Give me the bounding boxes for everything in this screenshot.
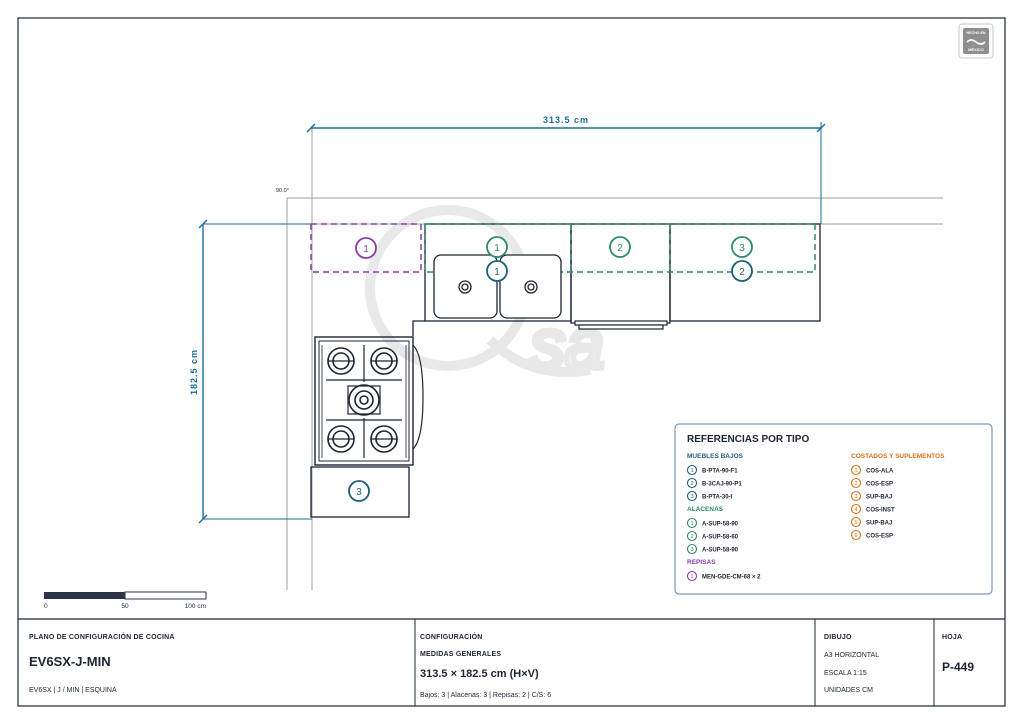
scale-label-100: 100 cm	[185, 603, 206, 610]
legend-group-title: COSTADOS Y SUPLEMENTOS	[851, 453, 945, 460]
marker-alacena-1-number: 1	[494, 243, 500, 254]
legend-groups: MUEBLES BAJOS 1 B-PTA-90-F1 2 B-3CAJ-90-P1 3 B…	[686, 453, 945, 582]
legend-item-code: B-PTA-30-I	[702, 494, 733, 500]
legend-item-number: 1	[690, 468, 693, 474]
legend-item-code: COS-ESP	[866, 481, 893, 487]
legend-item-marker	[686, 517, 698, 529]
marker-bajo-1: 1	[486, 260, 508, 282]
legend-item-code: COS-INST	[866, 507, 895, 513]
legend-item-marker	[850, 516, 862, 528]
marker-alacena-2: 2	[609, 236, 631, 258]
marker-repisa-1-number: 1	[363, 244, 369, 255]
medidas-value: 313.5 × 182.5 cm (H×V)	[420, 668, 539, 680]
double-sink	[433, 254, 562, 319]
marker-alacena-3: 3	[731, 236, 753, 258]
marker-alacena-1: 1	[486, 236, 508, 258]
legend-item-number: 6	[854, 533, 857, 539]
badge-line-2: MÉXICO	[968, 47, 984, 52]
legend-item-code: COS-ESP	[866, 533, 893, 539]
dibujo-units: UNIDADES CM	[824, 687, 873, 694]
legend-item-code: A-SUP-58-90	[702, 547, 739, 553]
legend-item-code: A-SUP-58-60	[702, 534, 739, 540]
legend-group-title: ALACENAS	[687, 506, 724, 513]
alacena-run-outline	[424, 223, 816, 273]
dibujo-scale: ESCALA 1:15	[824, 670, 867, 677]
marker-repisa-1: 1	[355, 237, 377, 259]
legend-item-number: 4	[854, 507, 857, 513]
hoja-label: HOJA	[942, 634, 962, 641]
legend-item-marker	[686, 543, 698, 555]
legend-item-code: COS-ALA	[866, 468, 894, 474]
dibujo-label: DIBUJO	[824, 634, 852, 641]
legend-group-title: MUEBLES BAJOS	[687, 453, 744, 460]
legend-title: REFERENCIAS POR TIPO	[687, 434, 809, 445]
scale-label-0: 0	[44, 603, 48, 610]
legend-item-marker	[850, 477, 862, 489]
legend-item-code: A-SUP-58-90	[702, 521, 739, 527]
height-dimension	[198, 219, 312, 524]
medidas-label: MEDIDAS GENERALES	[420, 651, 501, 658]
width-dimension	[306, 122, 826, 224]
legend-item-code: B-PTA-90-F1	[702, 468, 738, 474]
hoja-value: P-449	[942, 660, 974, 674]
base-cabinet-3	[310, 466, 410, 518]
legend-item-marker	[686, 570, 698, 582]
model-subtitle: EV6SX | J / MIN | ESQUINA	[29, 687, 117, 694]
model-name: EV6SX-J-MIN	[29, 654, 111, 669]
marker-alacena-2-number: 2	[617, 243, 623, 254]
legend-item-marker	[850, 529, 862, 541]
marker-bajo-2: 2	[731, 260, 753, 282]
legend-item-marker	[686, 477, 698, 489]
legend-group: MUEBLES BAJOS 1 B-PTA-90-F1 2 B-3CAJ-90-P1 3 B…	[686, 453, 744, 502]
legend-item-code: B-3CAJ-90-P1	[702, 481, 742, 487]
dishwasher-handle	[574, 320, 668, 330]
badge-line-1: HECHO EN	[967, 31, 986, 35]
scale-label-50: 50	[121, 603, 129, 610]
angle-label: 90.0°	[276, 188, 289, 194]
legend-item-number: 2	[690, 534, 693, 540]
width-dimension-label: 313.5 cm	[543, 115, 589, 125]
legend-item-marker	[850, 464, 862, 476]
legend-item-number: 2	[690, 481, 693, 487]
legend-item-code: SUP-BAJ	[866, 494, 892, 500]
legend-item-code: SUP-BAJ	[866, 520, 892, 526]
legend-item-number: 3	[854, 494, 857, 500]
legend-item-number: 1	[690, 574, 693, 580]
legend-item-marker	[686, 490, 698, 502]
config-label: CONFIGURACIÓN	[420, 632, 483, 641]
gas-range	[314, 336, 424, 466]
legend-item-code: MEN-GDE-CM-68 × 2	[702, 574, 761, 580]
scale-bar: 0 50 100 cm	[44, 591, 207, 610]
legend-item-number: 1	[690, 521, 693, 527]
title-block: PLANO DE CONFIGURACIÓN DE COCINA EV6SX-J…	[18, 618, 1005, 706]
repisa-1-outline	[310, 223, 422, 273]
marker-bajo-3-number: 3	[356, 487, 362, 498]
legend-item-number: 1	[854, 468, 857, 474]
marker-alacena-3-number: 3	[739, 243, 745, 254]
hecho-en-mexico-badge: HECHO EN MÉXICO	[958, 23, 994, 59]
legend-item-marker	[686, 530, 698, 542]
plan-label: PLANO DE CONFIGURACIÓN DE COCINA	[29, 632, 175, 641]
legend-group: REPISAS 1 MEN-GDE-CM-68 × 2	[686, 559, 761, 582]
legend-item-number: 3	[690, 547, 693, 553]
legend-item-number: 3	[690, 494, 693, 500]
marker-bajo-2-number: 2	[739, 267, 745, 278]
height-dimension-label: 182.5 cm	[189, 349, 199, 395]
legend-item-number: 2	[854, 481, 857, 487]
legend-item-marker	[850, 490, 862, 502]
module-counts: Bajos: 3 | Alacenas: 3 | Repisas: 2 | C/…	[420, 692, 551, 699]
legend-item-marker	[686, 464, 698, 476]
marker-bajo-1-number: 1	[494, 267, 500, 278]
dibujo-format: A3 HORIZONTAL	[824, 652, 879, 659]
legend-group-title: REPISAS	[687, 559, 716, 566]
legend-item-number: 5	[854, 520, 857, 526]
legend-item-marker	[850, 503, 862, 515]
eagle-icon	[966, 39, 986, 45]
marker-bajo-3: 3	[348, 480, 370, 502]
